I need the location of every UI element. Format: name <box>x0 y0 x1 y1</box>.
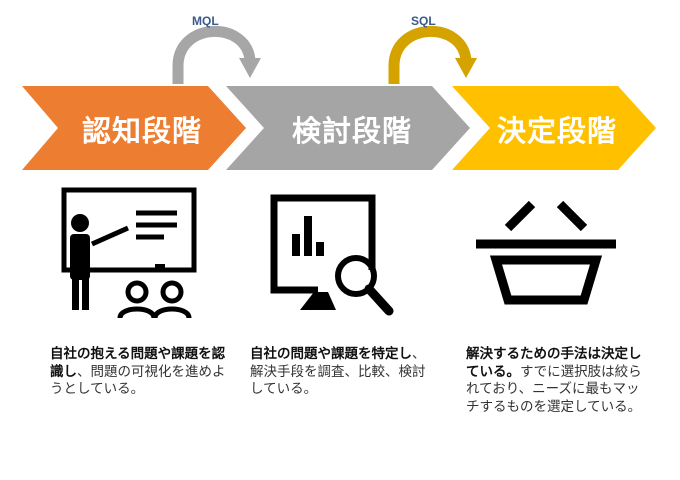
stage-awareness-label: 認知段階 <box>81 114 202 148</box>
shopping-basket-icon <box>476 200 616 305</box>
consideration-desc-normal: 、解決手段を調査、比較、検討している。 <box>250 346 426 397</box>
chevron-decision <box>452 86 656 170</box>
stage-awareness-description: 自社の抱える問題や課題を認識し、問題の可視化を進めようとしている。 <box>50 346 232 399</box>
stage-consideration-description: 自社の問題や課題を特定し、解決手段を調査、比較、検討している。 <box>250 346 432 399</box>
stage-decision-description: 解決するための手法は決定している。すでに選択肢は絞られており、ニーズに最もマッチ… <box>466 346 652 416</box>
consideration-desc-bold: 自社の問題や課題を特定し <box>250 346 412 362</box>
teacher-figure-icon <box>70 214 165 310</box>
stage-consideration-label: 検討段階 <box>291 114 412 148</box>
teacher-presentation-icon <box>61 187 197 273</box>
mql-arrow-icon <box>172 25 261 84</box>
awareness-desc-normal: 、問題の可視化を進めようとしている。 <box>50 363 226 398</box>
chevron-consideration <box>226 86 470 170</box>
decision-desc-bold: 解決するための手法は決定している。 <box>466 346 642 380</box>
analysis-monitor-icon <box>270 194 394 316</box>
mql-label: MQL <box>192 14 219 28</box>
stage-decision-label: 決定段階 <box>496 114 617 148</box>
sql-arrow-icon <box>388 25 477 84</box>
audience-icon <box>117 280 192 319</box>
sql-label: SQL <box>411 14 436 28</box>
awareness-desc-bold: 自社の抱える問題や課題を認識し <box>50 346 226 380</box>
chevron-awareness <box>22 86 246 170</box>
decision-desc-normal: すでに選択肢は絞られており、ニーズに最もマッチするものを選定している。 <box>466 363 642 415</box>
